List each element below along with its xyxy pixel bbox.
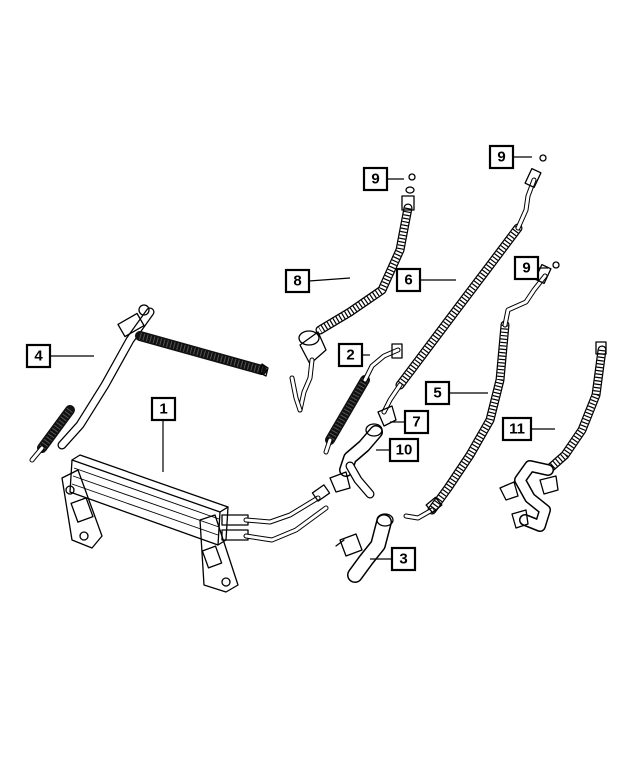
- callout-label: 6: [404, 272, 412, 289]
- part-10-elbow-hose: [329, 423, 383, 499]
- part-1-oil-cooler: [61, 454, 331, 593]
- part-8-hose: [289, 186, 415, 413]
- callout-10: 10: [376, 437, 420, 463]
- part-3-hose: [335, 513, 394, 583]
- part-4-cooler-tube: [29, 304, 269, 463]
- part-11-hose-assembly: [499, 341, 607, 532]
- callout-label: 11: [509, 421, 525, 438]
- callout-label: 9: [522, 260, 530, 277]
- callout-5: 5: [424, 380, 488, 406]
- callout-8: 8: [284, 268, 351, 294]
- part-9-o-ring: [552, 261, 560, 269]
- callout-label: 9: [371, 171, 379, 188]
- callout-label: 3: [399, 551, 407, 568]
- callout-9-upper-left: 9: [362, 166, 404, 192]
- callout-1: 1: [150, 396, 177, 472]
- callout-label: 2: [346, 347, 354, 364]
- callout-label: 5: [433, 385, 441, 402]
- callout-label: 9: [497, 149, 505, 166]
- callout-11: 11: [501, 416, 555, 442]
- callout-4: 4: [25, 343, 94, 369]
- callout-9-right: 9: [513, 255, 548, 281]
- callout-7: 7: [390, 409, 430, 435]
- part-9-o-ring: [539, 154, 547, 162]
- part-2-hose: [323, 343, 403, 455]
- callout-9-top-right: 9: [488, 144, 532, 170]
- callout-2: 2: [337, 342, 370, 368]
- callout-label: 1: [159, 401, 167, 418]
- callout-6: 6: [395, 267, 456, 293]
- callout-label: 4: [34, 348, 43, 365]
- callout-label: 10: [396, 442, 413, 459]
- callout-label: 8: [293, 273, 301, 290]
- callout-3: 3: [370, 546, 417, 572]
- part-9-o-ring: [408, 173, 416, 181]
- callout-label: 7: [412, 414, 420, 431]
- part-7-fitting: [377, 405, 397, 427]
